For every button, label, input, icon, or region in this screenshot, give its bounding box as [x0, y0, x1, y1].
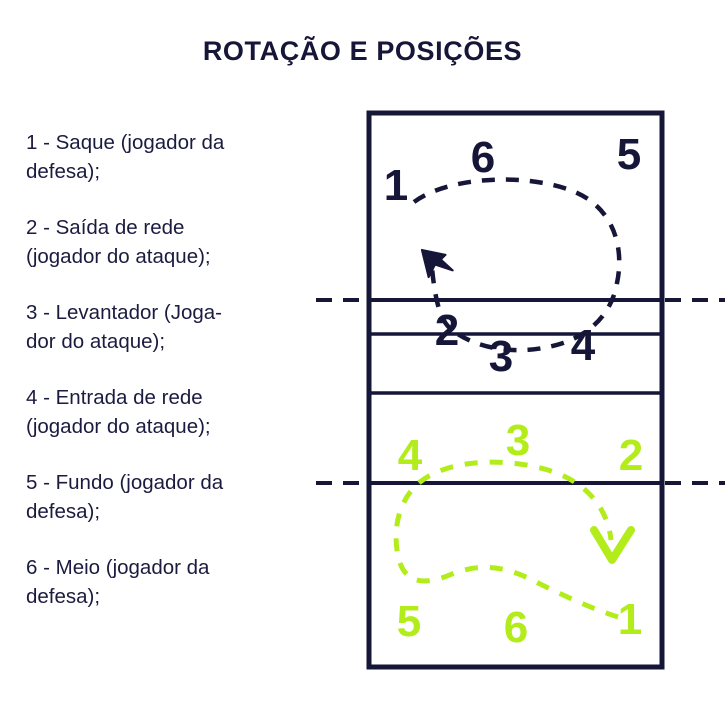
green-arrowhead-icon	[590, 526, 635, 564]
legend-item-3: 3 - Levantador (Joga- dor do ataque);	[26, 301, 223, 353]
court-position-navy-6: 6	[470, 133, 496, 182]
court-position-green-6: 6	[503, 603, 529, 652]
court-position-green-1: 1	[617, 595, 643, 644]
court-position-navy-3: 3	[488, 332, 514, 381]
court-position-navy-1: 1	[383, 161, 409, 210]
legend-item-2: 2 - Saída de rede (jogador do ataque);	[26, 216, 211, 268]
legend-item-1: 1 - Saque (jogador da defesa);	[26, 131, 225, 183]
green-rotation-arrow-path	[393, 459, 619, 620]
court-position-green-5: 5	[396, 597, 422, 646]
legend-item-5: 5 - Fundo (jogador da defesa);	[26, 471, 224, 523]
court-position-navy-4: 4	[570, 321, 596, 370]
page-title: ROTAÇÃO E POSIÇÕES	[202, 36, 523, 66]
position-legend-list: 1 - Saque (jogador da defesa); 2 - Saída…	[26, 128, 326, 611]
navy-arrowhead-icon	[420, 248, 454, 279]
court-position-navy-2: 2	[434, 306, 460, 355]
court-position-navy-5: 5	[616, 130, 642, 179]
court-position-green-4: 4	[397, 431, 423, 480]
legend-item-6: 6 - Meio (jogador da defesa);	[26, 556, 210, 608]
legend-item-4: 4 - Entrada de rede (jogador do ataque);	[26, 386, 211, 438]
court-position-green-3: 3	[505, 416, 531, 465]
navy-rotation-arrow-path	[412, 177, 622, 353]
court-position-green-2: 2	[618, 431, 644, 480]
court-boundary	[366, 110, 665, 670]
